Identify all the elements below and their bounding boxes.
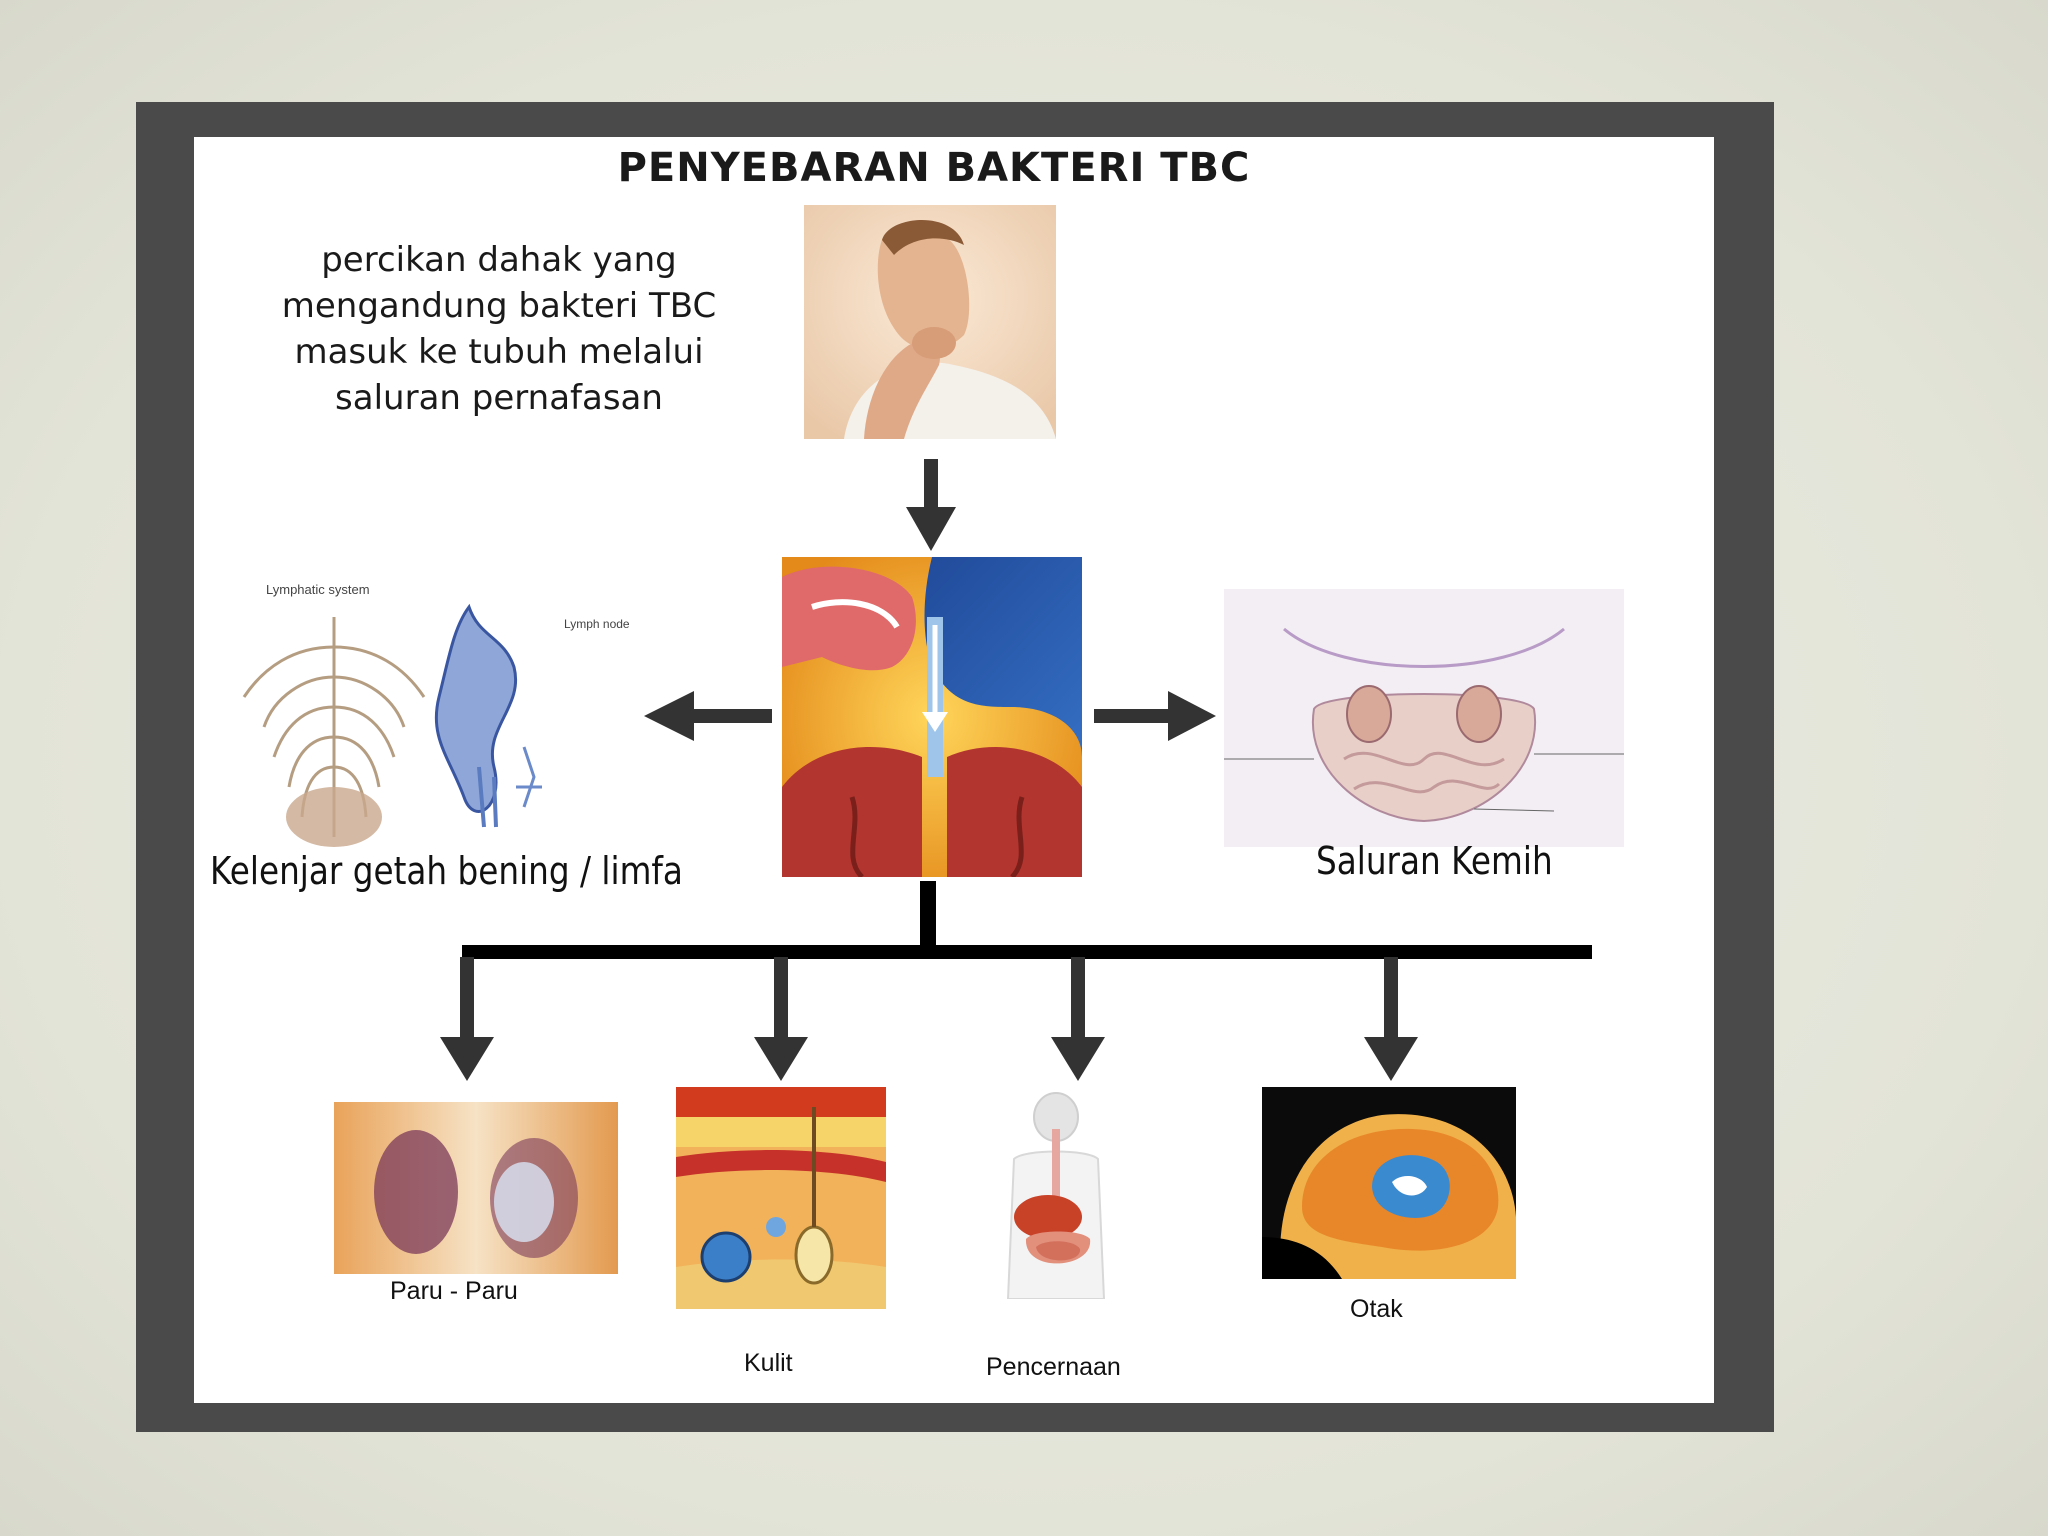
intro-line: percikan dahak yang bbox=[321, 240, 677, 280]
coughing-person-illustration bbox=[804, 205, 1056, 439]
lungs-label: Paru - Paru bbox=[390, 1277, 518, 1305]
lymph-node-label: Kelenjar getah bening / limfa bbox=[210, 849, 683, 893]
urinary-tract-label: Saluran Kemih bbox=[1316, 839, 1553, 883]
connector-bar bbox=[462, 945, 1592, 959]
skin-image bbox=[676, 1087, 886, 1309]
digestive-illustration bbox=[984, 1089, 1128, 1299]
intro-line: mengandung bakteri TBC bbox=[281, 286, 717, 326]
respiratory-system-image bbox=[782, 557, 1082, 877]
urinary-illustration bbox=[1224, 589, 1624, 847]
brain-illustration bbox=[1262, 1087, 1516, 1279]
arrow-right-to-urinary bbox=[1094, 691, 1216, 741]
urinary-tract-image bbox=[1224, 589, 1624, 847]
lymphatic-system-caption: Lymphatic system bbox=[266, 582, 370, 597]
xray-illustration bbox=[334, 1102, 618, 1274]
digestive-system-image bbox=[984, 1089, 1128, 1299]
arrow-down-to-digestion bbox=[1051, 957, 1105, 1081]
intro-text: percikan dahak yang mengandung bakteri T… bbox=[214, 237, 784, 421]
lymph-node-caption: Lymph node bbox=[564, 617, 630, 631]
arrow-down-to-lungs bbox=[440, 957, 494, 1081]
arrow-down-to-skin bbox=[754, 957, 808, 1081]
arrow-left-to-lymph bbox=[644, 691, 772, 741]
lungs-xray-image bbox=[334, 1102, 618, 1274]
connector-trunk bbox=[920, 881, 936, 945]
diagram-panel: PENYEBARAN BAKTERI TBC percikan dahak ya… bbox=[194, 137, 1714, 1403]
brain-image bbox=[1262, 1087, 1516, 1279]
intro-line: masuk ke tubuh melalui bbox=[294, 332, 704, 372]
arrow-down-to-brain bbox=[1364, 957, 1418, 1081]
skin-label: Kulit bbox=[744, 1349, 793, 1377]
diagram-title: PENYEBARAN BAKTERI TBC bbox=[617, 145, 1251, 191]
brain-label: Otak bbox=[1350, 1295, 1403, 1323]
digestion-label: Pencernaan bbox=[986, 1353, 1121, 1381]
arrow-down-to-respiratory bbox=[906, 459, 956, 551]
coughing-person-image bbox=[804, 205, 1056, 439]
flow-arrows bbox=[440, 459, 1592, 1081]
respiratory-illustration bbox=[782, 557, 1082, 877]
lymphatic-illustration bbox=[224, 577, 654, 987]
intro-line: saluran pernafasan bbox=[335, 378, 663, 418]
lymphatic-system-image bbox=[224, 577, 654, 987]
skin-illustration bbox=[676, 1087, 886, 1309]
